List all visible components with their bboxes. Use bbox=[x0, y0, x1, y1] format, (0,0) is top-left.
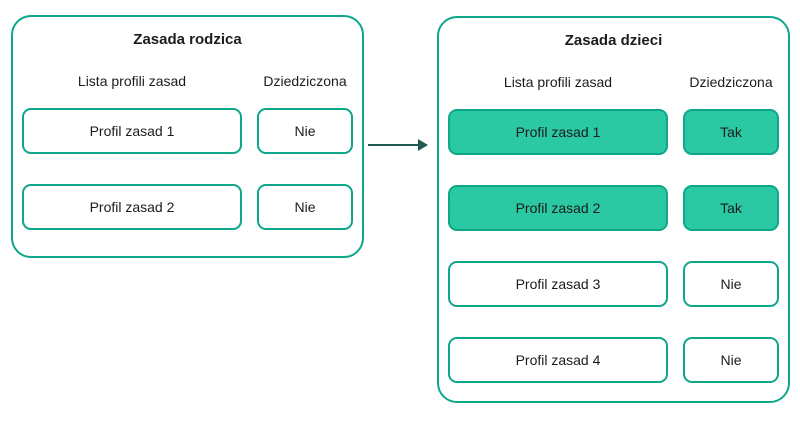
parent-panel-title: Zasada rodzica bbox=[133, 31, 242, 48]
arrow-head bbox=[418, 139, 428, 151]
child-column-headers: Lista profili zasad Dziedziczona bbox=[439, 74, 788, 90]
child-profiles-column-header: Lista profili zasad bbox=[503, 74, 613, 90]
inheritance-arrow-icon bbox=[368, 139, 428, 151]
child-inherited-column-header: Dziedziczona bbox=[689, 74, 773, 90]
inherited-badge: Tak bbox=[683, 185, 779, 231]
child-policy-row: Profil zasad 3 Nie bbox=[439, 261, 788, 307]
inherited-badge: Nie bbox=[683, 261, 779, 307]
inherited-value: Tak bbox=[720, 124, 742, 140]
inherited-value: Tak bbox=[720, 200, 742, 216]
parent-inherited-column-header: Dziedziczona bbox=[263, 73, 347, 89]
inherited-badge: Nie bbox=[257, 108, 353, 154]
parent-policy-row: Profil zasad 1 Nie bbox=[13, 108, 362, 154]
profile-label: Profil zasad 1 bbox=[515, 124, 601, 140]
profile-box: Profil zasad 3 bbox=[448, 261, 668, 307]
profile-label: Profil zasad 2 bbox=[515, 200, 601, 216]
inherited-badge: Nie bbox=[683, 337, 779, 383]
profile-label: Profil zasad 4 bbox=[515, 352, 601, 368]
child-policy-row: Profil zasad 2 Tak bbox=[439, 185, 788, 231]
profile-label: Profil zasad 1 bbox=[89, 123, 175, 139]
profile-box: Profil zasad 2 bbox=[448, 185, 668, 231]
child-policy-row: Profil zasad 4 Nie bbox=[439, 337, 788, 383]
child-panel-title: Zasada dzieci bbox=[564, 32, 663, 49]
inherited-value: Nie bbox=[720, 352, 742, 368]
parent-column-headers: Lista profili zasad Dziedziczona bbox=[13, 73, 362, 89]
profile-label: Profil zasad 3 bbox=[515, 276, 601, 292]
profile-box: Profil zasad 2 bbox=[22, 184, 242, 230]
parent-policy-row: Profil zasad 2 Nie bbox=[13, 184, 362, 230]
inherited-badge: Nie bbox=[257, 184, 353, 230]
profile-label: Profil zasad 2 bbox=[89, 199, 175, 215]
parent-profiles-column-header: Lista profili zasad bbox=[77, 73, 187, 89]
profile-box: Profil zasad 1 bbox=[22, 108, 242, 154]
inherited-value: Nie bbox=[720, 276, 742, 292]
parent-policy-panel: Zasada rodzica Lista profili zasad Dzied… bbox=[11, 15, 364, 258]
profile-box: Profil zasad 1 bbox=[448, 109, 668, 155]
inherited-value: Nie bbox=[294, 199, 316, 215]
inherited-badge: Tak bbox=[683, 109, 779, 155]
child-policy-panel: Zasada dzieci Lista profili zasad Dziedz… bbox=[437, 16, 790, 403]
arrow-shaft bbox=[368, 144, 420, 146]
child-policy-row: Profil zasad 1 Tak bbox=[439, 109, 788, 155]
inherited-value: Nie bbox=[294, 123, 316, 139]
profile-box: Profil zasad 4 bbox=[448, 337, 668, 383]
